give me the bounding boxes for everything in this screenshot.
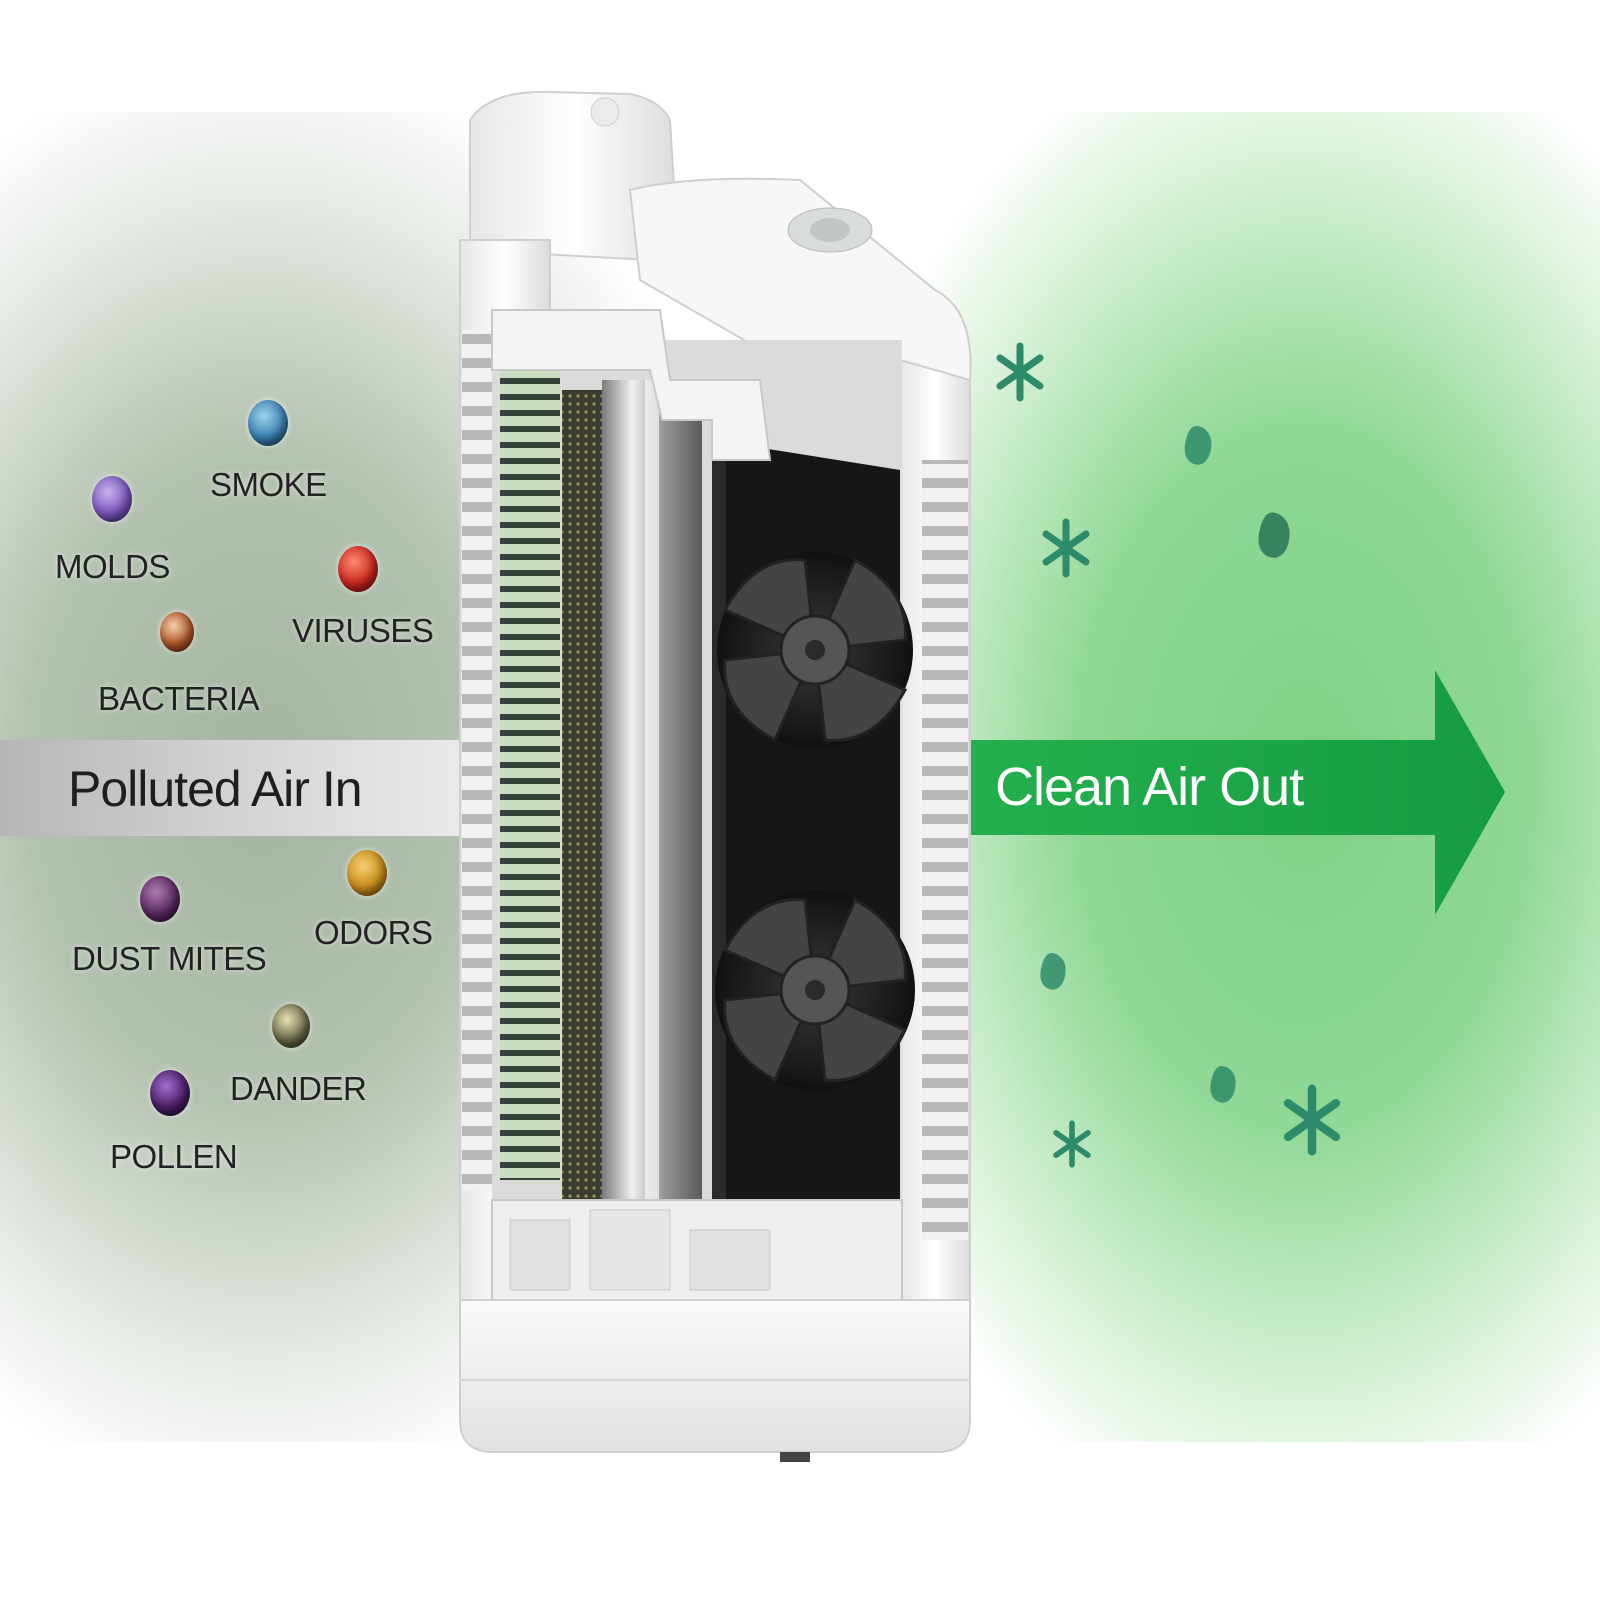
virus-particle-icon (338, 546, 378, 592)
asterisk-particle-icon (1283, 1084, 1341, 1156)
clean-air-arrow (960, 670, 1505, 915)
pollutant-label-viruses: VIRUSES (292, 612, 434, 649)
spore-particle-icon (1040, 953, 1066, 990)
polluted-air-in-label: Polluted Air In (68, 761, 363, 817)
pollutant-label-bacteria: BACTERIA (98, 680, 260, 717)
pollutant-label-dander: DANDER (230, 1070, 367, 1107)
clean-air-out-label: Clean Air Out (995, 757, 1304, 817)
pollen-particle-icon (150, 1070, 190, 1116)
asterisk-particle-icon (1042, 518, 1090, 578)
pollutant-label-pollen: POLLEN (110, 1138, 238, 1175)
asterisk-particle-icon (996, 342, 1044, 402)
bacteria-particle-icon (160, 612, 194, 652)
polluted-air-band (0, 740, 520, 836)
spore-particle-icon (1184, 425, 1212, 465)
dander-particle-icon (272, 1004, 310, 1048)
pollutant-label-dust-mites: DUST MITES (72, 940, 267, 977)
odor-particle-icon (347, 850, 387, 896)
mold-particle-icon (92, 476, 132, 522)
pollutant-label-molds: MOLDS (55, 548, 170, 585)
spore-particle-icon (1210, 1066, 1236, 1103)
asterisk-particle-icon (1053, 1120, 1091, 1168)
dust-mite-particle-icon (140, 876, 180, 922)
pollutant-label-smoke: SMOKE (210, 466, 327, 503)
pollutant-label-odors: ODORS (314, 914, 433, 951)
spore-particle-icon (1258, 512, 1290, 558)
air-purifier-cutaway-illustration (459, 90, 972, 1462)
smoke-particle-icon (248, 400, 288, 446)
